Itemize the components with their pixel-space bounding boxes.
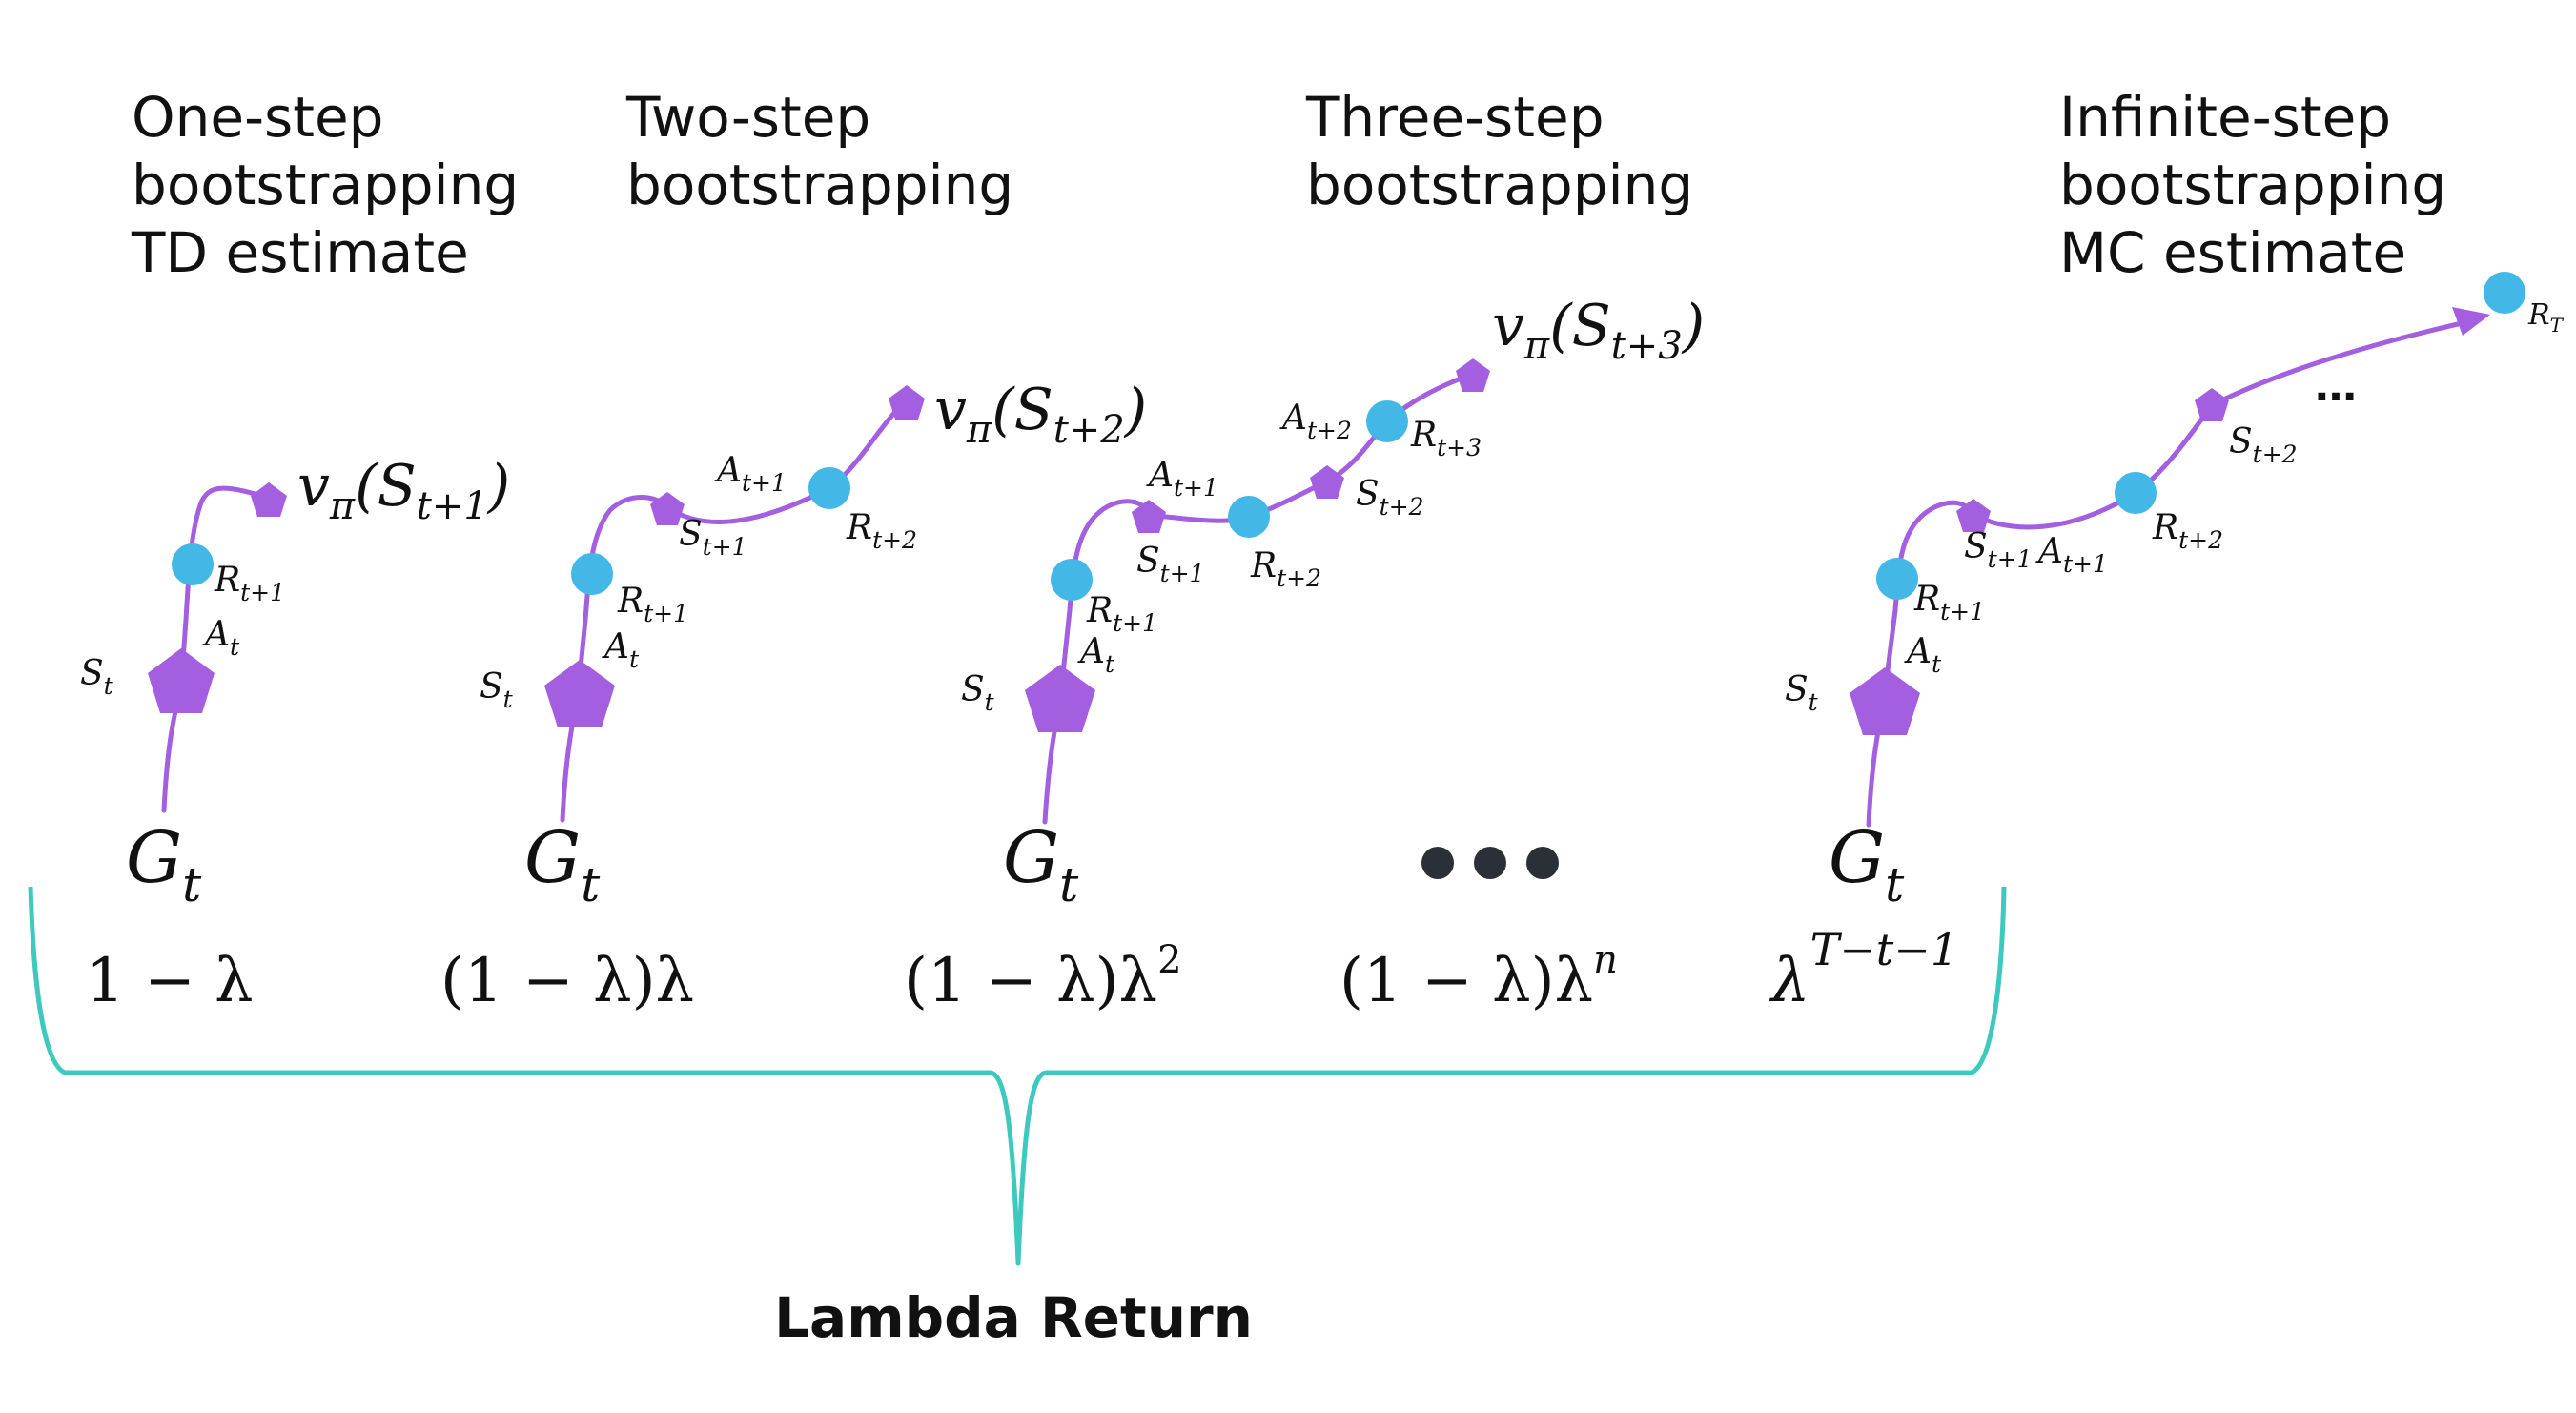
reward-label: Rt+1 bbox=[214, 561, 285, 606]
heading-line: Two-step bbox=[625, 85, 870, 150]
reward-circle bbox=[2115, 472, 2157, 514]
reward-label: Rt+1 bbox=[1913, 580, 1985, 625]
reward-circle bbox=[808, 467, 850, 509]
reward-circle bbox=[571, 553, 613, 595]
action-label: At bbox=[1077, 632, 1115, 678]
state-pentagon bbox=[148, 648, 215, 713]
state-pentagon-small bbox=[1132, 500, 1166, 533]
reward-label: Rt+3 bbox=[1410, 416, 1482, 461]
state-pentagon-small bbox=[1310, 465, 1344, 499]
action-label: At bbox=[602, 627, 640, 673]
weight-label: (1 − λ)λ2 bbox=[904, 938, 1182, 1016]
action-label: At bbox=[202, 615, 240, 661]
lambda-return-brace bbox=[28, 886, 2007, 1266]
return-label: Gt bbox=[1829, 817, 1905, 912]
backup-one-step: St At Rt+1 vπ(St+1) Gt 1 − λ bbox=[80, 453, 510, 1016]
backup-infinite-step: St At Rt+1 St+1 At+1 Rt+2 St+2 … RT Gt λ… bbox=[1768, 272, 2565, 1016]
reward-circle bbox=[1051, 559, 1093, 601]
weight-label: λT−t−1 bbox=[1768, 924, 1958, 1016]
weight-label: (1 − λ)λ bbox=[440, 946, 694, 1016]
heading-one-step: One-step bootstrapping TD estimate bbox=[131, 85, 519, 285]
state-label: St+2 bbox=[2229, 422, 2298, 468]
ellipsis-dot bbox=[1526, 847, 1559, 879]
state-pentagon-small bbox=[1456, 358, 1490, 392]
action-label: At bbox=[1904, 632, 1942, 678]
ellipsis-dot bbox=[1474, 847, 1506, 879]
weight-label: (1 − λ)λn bbox=[1339, 938, 1618, 1016]
state-label: St bbox=[961, 670, 995, 716]
return-label: Gt bbox=[126, 817, 202, 912]
state-pentagon-small bbox=[889, 385, 925, 420]
state-label: St+1 bbox=[679, 515, 747, 561]
reward-label: Rt+2 bbox=[846, 508, 917, 554]
weight-label: 1 − λ bbox=[86, 946, 254, 1016]
heading-line: bootstrapping bbox=[2059, 153, 2446, 217]
reward-circle bbox=[1366, 400, 1408, 442]
action-label: At+1 bbox=[1146, 456, 1218, 502]
reward-circle bbox=[172, 543, 214, 585]
action-label: At+1 bbox=[2035, 532, 2108, 578]
heading-line: bootstrapping bbox=[626, 153, 1013, 217]
value-estimate-label: vπ(St+2) bbox=[934, 377, 1147, 452]
state-pentagon-small bbox=[1956, 499, 1991, 532]
backup-three-step: St At Rt+1 St+1 At+1 Rt+2 St+2 At+2 Rt+3… bbox=[904, 293, 1705, 1016]
heading-line: Infinite-step bbox=[2059, 85, 2391, 150]
value-estimate-label: vπ(St+1) bbox=[297, 453, 510, 528]
ellipsis-dots bbox=[1421, 847, 1559, 879]
reward-circle bbox=[1876, 558, 1918, 600]
backup-two-step: St At Rt+1 St+1 At+1 Rt+2 vπ(St+2) Gt (1… bbox=[440, 377, 1147, 1016]
trajectory-path bbox=[1866, 317, 2482, 828]
reward-label: Rt+2 bbox=[2152, 508, 2223, 554]
state-label: St+1 bbox=[1136, 542, 1205, 587]
heading-line: MC estimate bbox=[2059, 220, 2406, 285]
ellipsis-dot bbox=[1421, 847, 1454, 879]
ellipsis-label: … bbox=[2315, 362, 2357, 411]
state-label: St+2 bbox=[1356, 475, 1424, 521]
value-estimate-label: vπ(St+3) bbox=[1492, 293, 1705, 368]
lambda-return-caption: Lambda Return bbox=[774, 1285, 1253, 1350]
return-label: Gt bbox=[1003, 817, 1079, 912]
state-label: St bbox=[480, 667, 514, 713]
state-label: St bbox=[80, 654, 114, 700]
reward-label: Rt+1 bbox=[617, 582, 688, 627]
heading-line: One-step bbox=[132, 85, 383, 150]
state-label: St bbox=[1785, 670, 1819, 716]
heading-line: TD estimate bbox=[131, 220, 469, 285]
heading-three-step: Three-step bootstrapping bbox=[1305, 85, 1693, 217]
action-label: At+1 bbox=[714, 451, 787, 497]
heading-two-step: Two-step bootstrapping bbox=[625, 85, 1013, 217]
heading-line: Three-step bbox=[1305, 85, 1605, 150]
state-pentagon-small bbox=[650, 492, 685, 525]
terminal-reward-label: RT bbox=[2527, 298, 2565, 337]
arrowhead bbox=[2452, 307, 2490, 336]
reward-circle bbox=[2484, 272, 2525, 314]
reward-label: Rt+1 bbox=[1086, 591, 1157, 637]
state-pentagon bbox=[544, 660, 615, 727]
heading-line: bootstrapping bbox=[132, 153, 519, 217]
reward-label: Rt+2 bbox=[1250, 546, 1321, 592]
ellipsis-column: (1 − λ)λn bbox=[1339, 847, 1618, 1016]
state-pentagon bbox=[1025, 665, 1095, 732]
reward-circle bbox=[1228, 496, 1270, 538]
state-pentagon bbox=[1850, 667, 1920, 735]
state-pentagon-small bbox=[251, 482, 287, 517]
return-label: Gt bbox=[524, 817, 601, 912]
state-label: St+1 bbox=[1964, 527, 2033, 573]
state-pentagon-small bbox=[2195, 388, 2229, 421]
action-label: At+2 bbox=[1279, 399, 1352, 444]
heading-infinite-step: Infinite-step bootstrapping MC estimate bbox=[2059, 85, 2446, 285]
heading-line: bootstrapping bbox=[1306, 153, 1693, 217]
